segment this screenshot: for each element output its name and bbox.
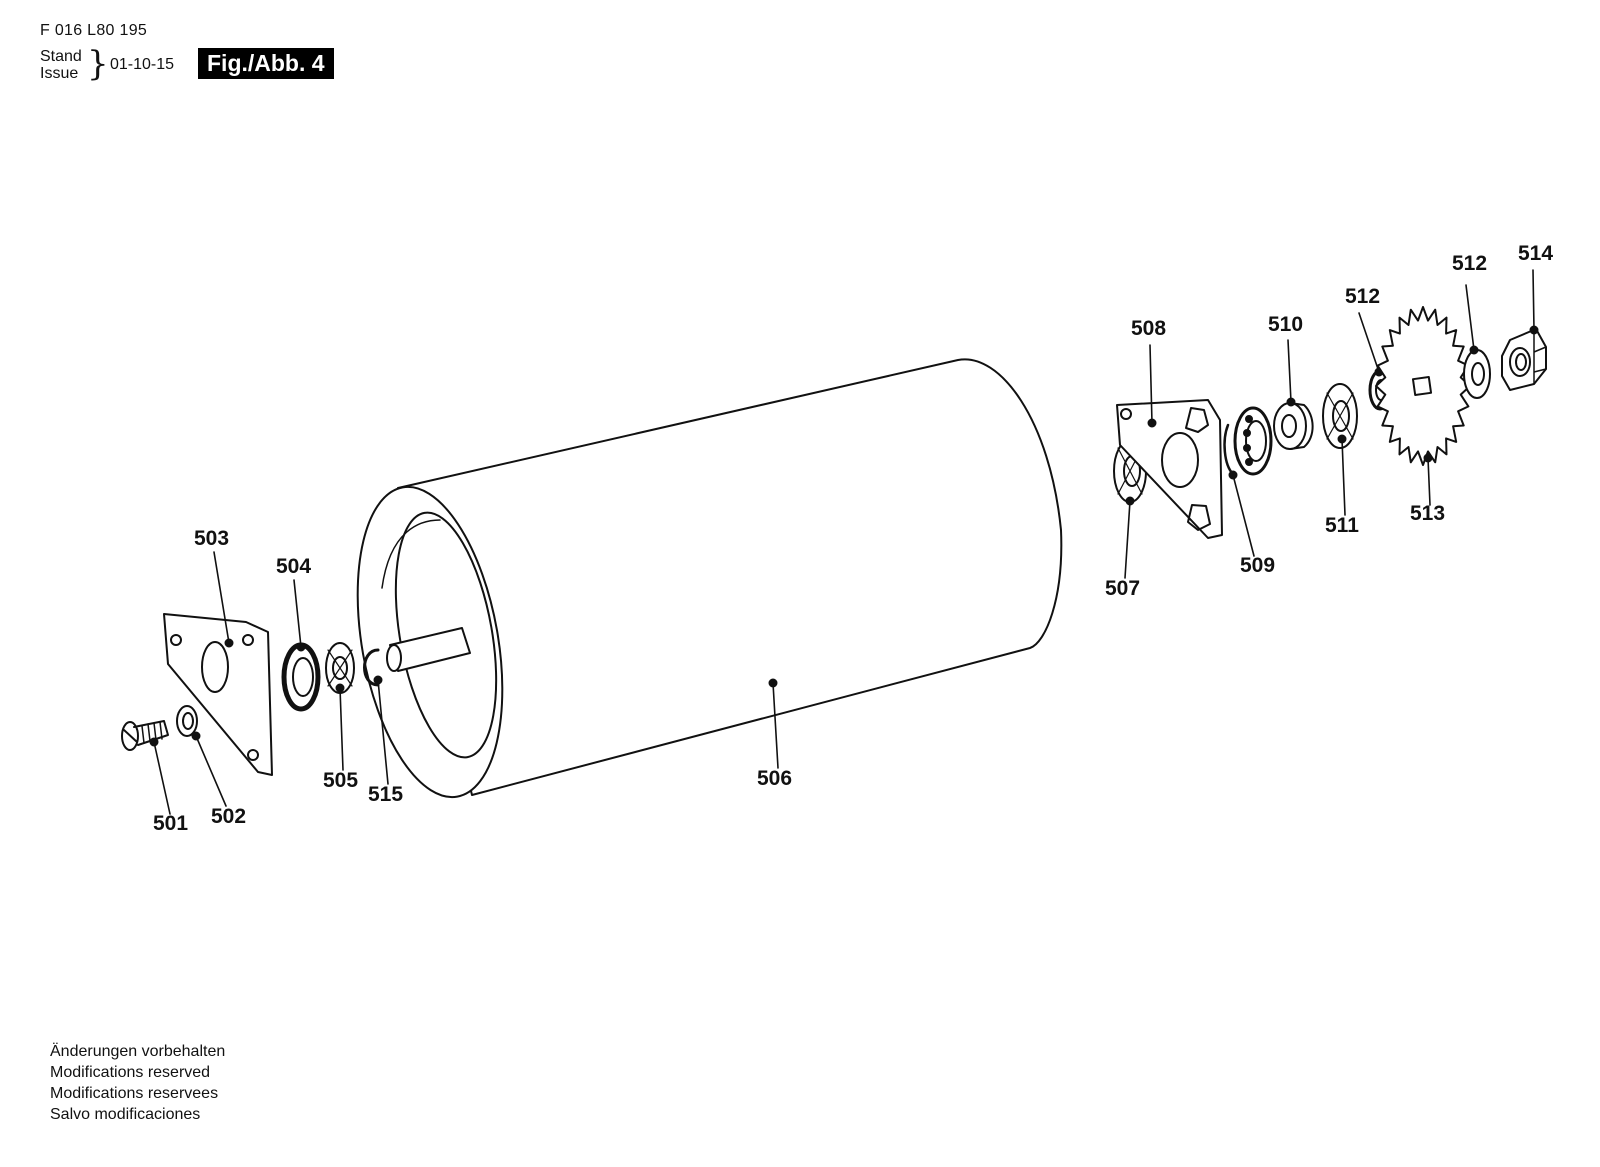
callout-514: 514 xyxy=(1518,242,1553,265)
stand-label: Stand xyxy=(40,48,82,65)
brace-glyph: } xyxy=(87,44,109,84)
spacer-510 xyxy=(1273,397,1314,450)
seal-disc-511 xyxy=(1322,383,1358,449)
seal-disc-505 xyxy=(325,642,355,694)
roller-506 xyxy=(356,358,1063,799)
callout-513: 513 xyxy=(1410,502,1445,525)
washer-502 xyxy=(176,705,201,741)
sprocket-513 xyxy=(1375,306,1471,466)
callout-504: 504 xyxy=(276,555,311,578)
callout-512-outer: 512 xyxy=(1452,252,1487,275)
bearing-plate-503 xyxy=(163,613,273,776)
sprocket-outline xyxy=(1375,306,1471,466)
modifications-notice: Änderungen vorbehalten Modifications res… xyxy=(50,1041,225,1125)
leader-lines xyxy=(153,269,1535,815)
notice-line-de: Änderungen vorbehalten xyxy=(50,1043,226,1060)
issue-date: 01-10-15 xyxy=(110,56,175,73)
stand-issue-label: Stand Issue xyxy=(40,48,82,82)
callout-507: 507 xyxy=(1105,577,1140,600)
callout-506: 506 xyxy=(757,767,792,790)
callout-502: 502 xyxy=(211,805,246,828)
callout-512-inner: 512 xyxy=(1345,285,1380,308)
notice-line-es: Salvo modificaciones xyxy=(50,1106,201,1123)
notice-line-en: Modifications reserved xyxy=(50,1064,211,1081)
callout-numbers: 501 502 503 504 505 515 506 507 508 509 … xyxy=(153,242,1553,835)
callout-511: 511 xyxy=(1325,514,1359,537)
document-code: F 016 L80 195 xyxy=(40,22,148,39)
callout-509: 509 xyxy=(1240,554,1275,577)
hex-nut-514 xyxy=(1501,325,1547,391)
callout-510: 510 xyxy=(1268,313,1303,336)
callout-515: 515 xyxy=(368,783,403,806)
screw-501 xyxy=(121,720,169,751)
figure-label: Fig./Abb. 4 xyxy=(198,48,334,79)
issue-label: Issue xyxy=(40,65,79,82)
notice-line-fr: Modifications reservees xyxy=(50,1085,219,1102)
callout-508: 508 xyxy=(1131,317,1166,340)
callout-501: 501 xyxy=(153,812,188,835)
washer-512-outer xyxy=(1463,345,1491,399)
ball-bearing-504 xyxy=(281,642,321,712)
callout-503: 503 xyxy=(194,527,229,550)
shaft xyxy=(386,627,471,672)
ball-bearing-509 xyxy=(1223,406,1273,480)
callout-505: 505 xyxy=(323,769,358,792)
